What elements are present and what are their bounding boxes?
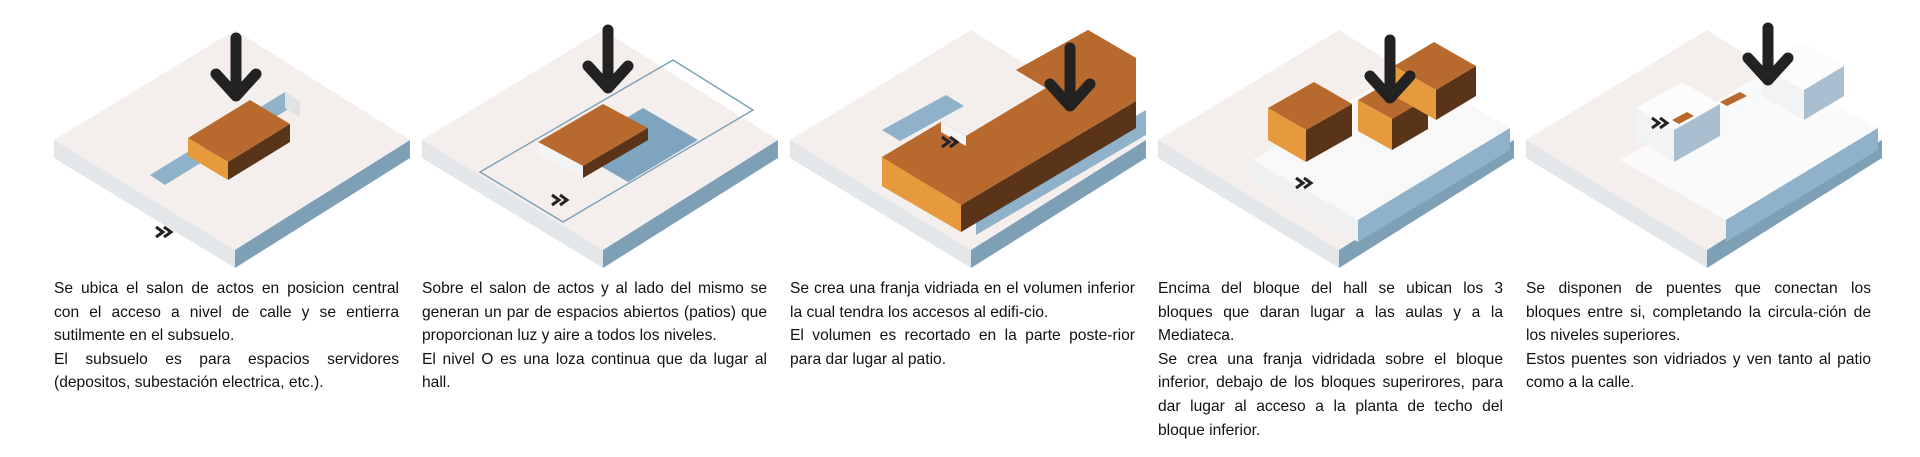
classroom-block-a-left	[1268, 108, 1306, 162]
auditorium-block-top	[188, 100, 290, 162]
caption-4: Encima del bloque del hall se ubican los…	[1158, 277, 1503, 442]
caption-paragraph: Se crea una franja vidridada sobre el bl…	[1158, 350, 1503, 439]
ground-slab-left-face	[54, 140, 235, 268]
mediateca-block-top	[1762, 42, 1844, 90]
axonometric-drawing-3	[790, 30, 1146, 268]
caption-paragraph: Se ubica el salon de actos en posicion c…	[54, 280, 399, 345]
caption-paragraph: Estos puentes son vidriados y ven tanto …	[1526, 350, 1871, 392]
auditorium-roof-left	[538, 142, 583, 178]
caption-paragraph: Sobre el salon de actos y al lado del mi…	[422, 280, 767, 345]
diagram-panel-3: Se crea una franja vidriada en el volume…	[736, 0, 1146, 457]
caption-2: Sobre el salon de actos y al lado del mi…	[422, 277, 767, 395]
ground-slab-left-face	[1158, 140, 1339, 268]
auditorium-block-right	[228, 124, 290, 180]
diagram-panel-1: Se ubica el salon de actos en posicion c…	[0, 0, 410, 457]
bridge-upper	[1720, 92, 1747, 106]
ground-slab-left-face	[1526, 140, 1707, 268]
caption-paragraph: Se crea una franja vidriada en el volume…	[790, 280, 1135, 321]
classroom-block-b-left	[1358, 100, 1392, 150]
axonometric-drawing-4	[1158, 30, 1514, 268]
caption-paragraph: Encima del bloque del hall se ubican los…	[1158, 280, 1503, 345]
diagram-panel-2: Sobre el salon de actos y al lado del mi…	[368, 0, 778, 457]
hall-block-right	[961, 101, 1136, 232]
hall-block-left	[882, 157, 961, 232]
mediateca-block-right	[1436, 66, 1476, 120]
ground-slab-left-face	[790, 140, 971, 268]
glazed-strip-right	[1726, 128, 1878, 242]
diagram-panel-5: Se disponen de puentes que conectan los …	[1472, 0, 1882, 457]
auditorium-block-left	[188, 138, 228, 180]
caption-1: Se ubica el salon de actos en posicion c…	[54, 277, 399, 395]
mediateca-block-top	[1394, 42, 1476, 90]
classroom-block-a-top	[1636, 82, 1720, 130]
arrow-down-icon	[582, 24, 634, 94]
bridge-lower	[1672, 112, 1694, 124]
rear-patio-cut	[882, 95, 964, 141]
caption-paragraph: El subsuelo es para espacios servidores …	[54, 350, 399, 392]
caption-5: Se disponen de puentes que conectan los …	[1526, 277, 1871, 395]
double-chevron-icon	[551, 193, 570, 207]
ground-slab-right-face	[235, 140, 410, 268]
arrow-down-icon	[1742, 22, 1794, 86]
classroom-block-b-right	[1392, 98, 1428, 150]
arrow-down-icon	[1044, 42, 1096, 112]
auditorium-roof-top	[538, 104, 648, 166]
arrow-down-icon	[210, 32, 262, 102]
double-chevron-icon	[941, 135, 960, 149]
diagram-panel-4: Encima del bloque del hall se ubican los…	[1104, 0, 1514, 457]
patio-outline	[478, 59, 755, 223]
hall-block-left	[1252, 160, 1358, 242]
classroom-block-a-top	[1268, 82, 1352, 130]
sunken-patio-floor	[165, 102, 370, 228]
caption-paragraph: El nivel O es una loza continua que da l…	[422, 350, 767, 392]
classroom-block-a-right	[1306, 104, 1352, 162]
double-chevron-icon	[1295, 176, 1314, 190]
double-chevron-icon	[155, 225, 174, 239]
arrow-down-icon	[1364, 34, 1416, 104]
auditorium-roof-right	[583, 128, 648, 178]
caption-3: Se crea una franja vidriada en el volume…	[790, 277, 1135, 371]
caption-paragraph: Se disponen de puentes que conectan los …	[1526, 280, 1871, 345]
axonometric-drawing-5	[1526, 22, 1882, 268]
caption-paragraph: El volumen es recortado en la parte post…	[790, 327, 1135, 368]
ground-slab-right-face	[603, 140, 778, 268]
classroom-block-a-left	[1636, 108, 1674, 162]
ground-slab-left-face	[422, 140, 603, 268]
axonometric-drawing-1	[54, 30, 410, 268]
double-chevron-icon	[1651, 116, 1670, 130]
axonometric-drawing-2	[422, 24, 778, 268]
ground-slab-right-face	[971, 140, 1146, 268]
classroom-block-a-right	[1674, 104, 1720, 162]
glazed-strip-right	[1358, 128, 1510, 242]
mediateca-block-right	[1804, 66, 1844, 120]
